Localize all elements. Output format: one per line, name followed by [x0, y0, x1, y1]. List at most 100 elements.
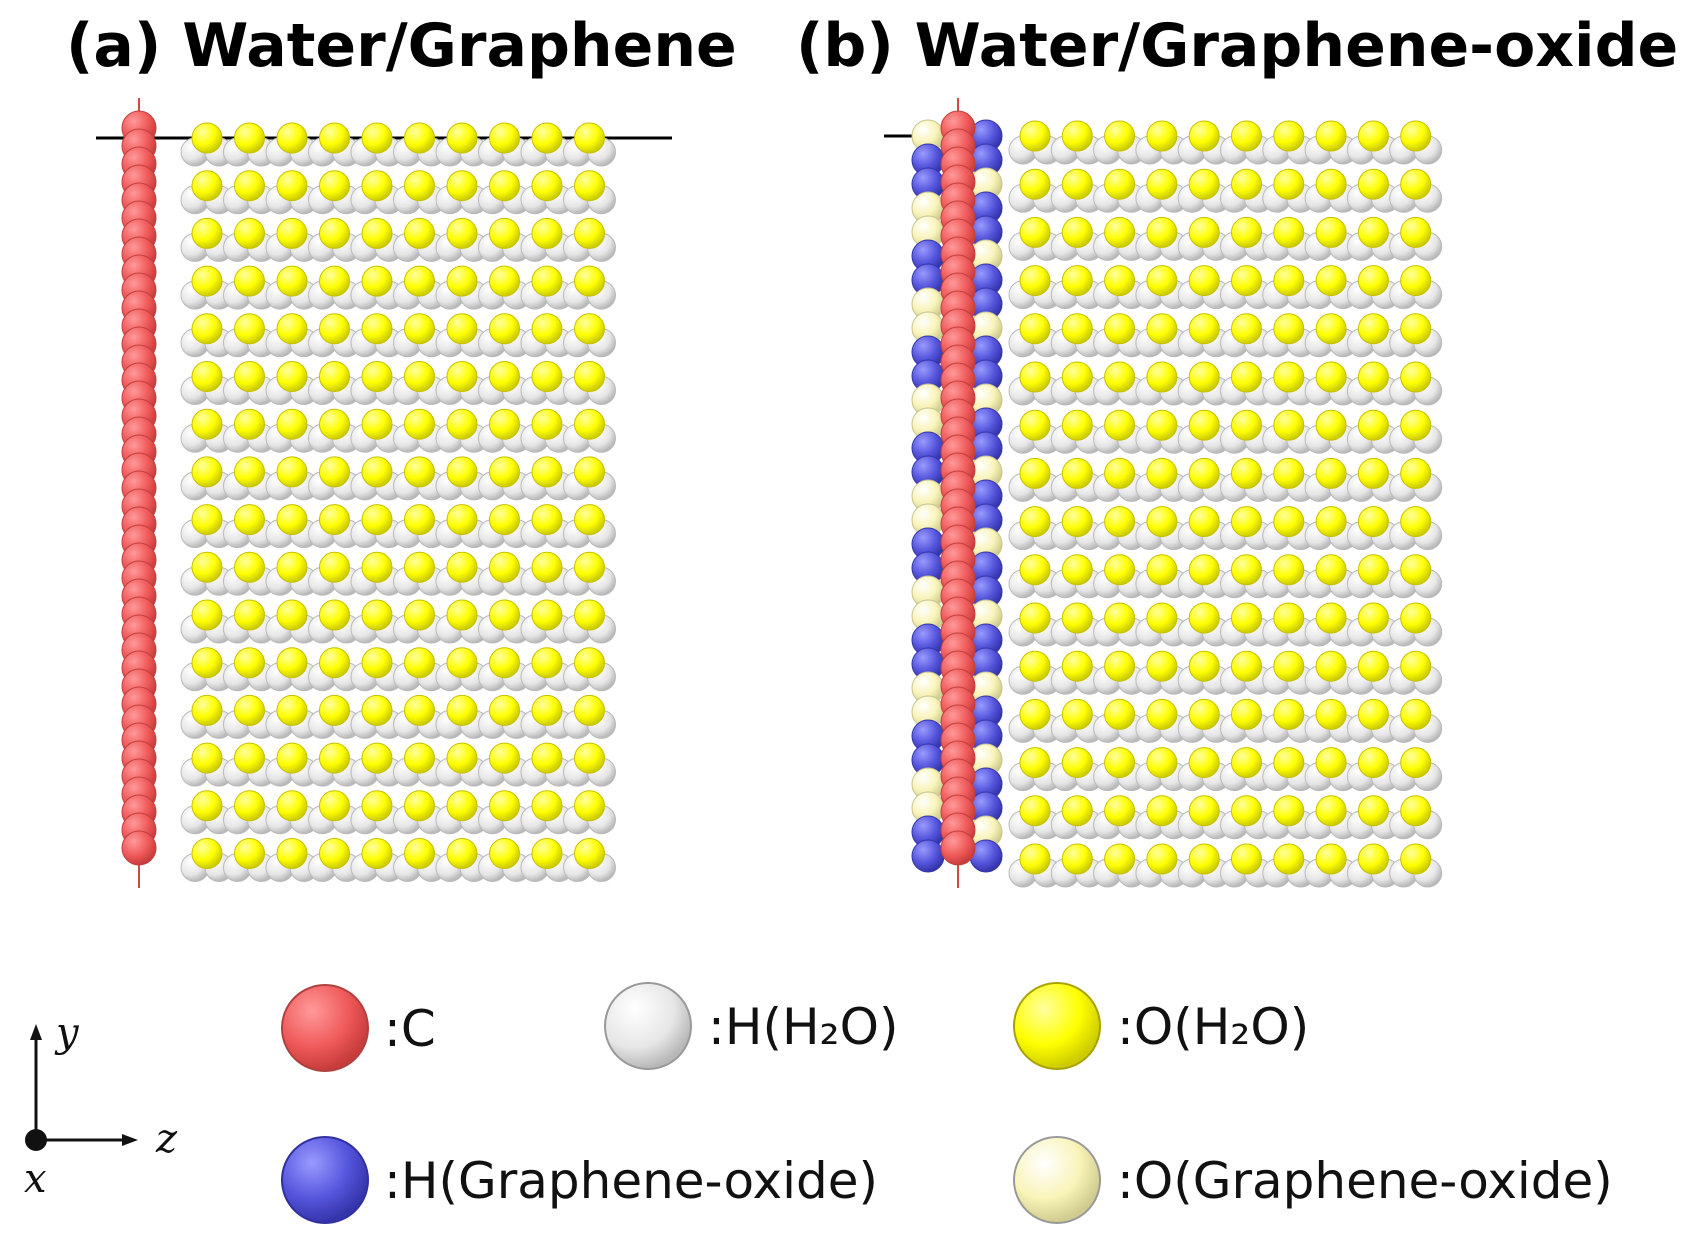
water-oxygen-atom — [574, 265, 605, 297]
water-oxygen-atom — [1146, 554, 1178, 586]
water-oxygen-atom — [1104, 747, 1136, 779]
legend-item-water-oxygen: :O(H₂O) — [1013, 982, 1309, 1070]
water-oxygen-atom — [1400, 265, 1432, 297]
water-oxygen-atom — [191, 170, 223, 202]
water-oxygen-atom — [1400, 698, 1432, 730]
water-oxygen-atom — [404, 551, 435, 583]
water-oxygen-atom — [361, 551, 393, 583]
water-oxygen-atom — [531, 742, 563, 774]
water-oxygen-swatch — [1013, 982, 1101, 1070]
water-oxygen-atom — [1061, 361, 1093, 393]
water-oxygen-atom — [404, 504, 435, 536]
water-oxygen-atom — [531, 217, 563, 249]
water-oxygen-atom — [446, 551, 478, 583]
water-oxygen-atom — [191, 694, 223, 726]
water-oxygen-atom — [1188, 602, 1220, 634]
water-oxygen-atom — [404, 408, 435, 440]
water-oxygen-atom — [1315, 265, 1347, 297]
water-oxygen-atom — [1315, 216, 1347, 248]
oxide-oxygen-swatch — [1013, 1136, 1101, 1224]
water-oxygen-atom — [531, 838, 563, 869]
panel-b-title: (b) Water/Graphene-oxide — [796, 11, 1678, 81]
water-oxygen-atom — [276, 647, 308, 679]
water-oxygen-atom — [319, 838, 350, 869]
water-oxygen-atom — [234, 694, 265, 726]
water-oxygen-atom — [1104, 795, 1136, 827]
water-oxygen-atom — [574, 647, 605, 679]
water-oxygen-atom — [234, 217, 265, 249]
water-oxygen-atom — [276, 838, 308, 869]
water-oxygen-atom — [1400, 361, 1432, 393]
water-oxygen-atom — [191, 742, 223, 774]
oxide-hydrogen-atom — [911, 839, 945, 873]
panel-b-water-layer — [1008, 120, 1443, 888]
water-oxygen-atom — [319, 361, 350, 392]
water-oxygen-atom — [404, 599, 435, 631]
water-oxygen-atom — [191, 504, 223, 536]
water-oxygen-atom — [1019, 265, 1051, 297]
water-oxygen-atom — [276, 217, 308, 249]
legend-label-water-oxygen: :O(H₂O) — [1117, 998, 1309, 1056]
water-oxygen-atom — [1357, 650, 1389, 682]
water-oxygen-atom — [1315, 361, 1347, 393]
carbon-atom — [940, 830, 976, 866]
water-oxygen-atom — [489, 170, 520, 202]
water-oxygen-atom — [234, 551, 265, 583]
y-arrowhead — [30, 1024, 42, 1040]
water-oxygen-atom — [446, 790, 478, 822]
water-oxygen-atom — [404, 694, 435, 726]
water-oxygen-atom — [1357, 602, 1389, 634]
water-oxygen-atom — [446, 504, 478, 536]
water-oxygen-atom — [1104, 361, 1136, 393]
z-axis-label: z — [155, 1116, 178, 1162]
water-oxygen-atom — [191, 265, 223, 297]
water-oxygen-atom — [1273, 313, 1305, 345]
water-oxygen-atom — [1061, 457, 1093, 489]
water-oxygen-atom — [574, 361, 605, 392]
water-oxygen-atom — [1146, 747, 1178, 779]
water-oxygen-atom — [319, 742, 350, 774]
water-oxygen-atom — [1231, 216, 1262, 248]
water-oxygen-atom — [1357, 554, 1389, 586]
water-oxygen-atom — [1315, 843, 1347, 875]
water-oxygen-atom — [1104, 650, 1136, 682]
water-oxygen-atom — [446, 694, 478, 726]
water-oxygen-atom — [1188, 506, 1220, 538]
water-oxygen-atom — [574, 408, 605, 440]
water-oxygen-atom — [319, 170, 350, 202]
water-oxygen-atom — [574, 313, 605, 345]
water-oxygen-atom — [319, 313, 350, 345]
water-oxygen-atom — [1357, 795, 1389, 827]
water-oxygen-atom — [1061, 698, 1093, 730]
water-oxygen-atom — [1315, 602, 1347, 634]
water-oxygen-atom — [1400, 554, 1432, 586]
water-oxygen-atom — [276, 599, 308, 631]
water-oxygen-atom — [1315, 795, 1347, 827]
legend-item-water-hydrogen: :H(H₂O) — [604, 982, 898, 1070]
water-oxygen-atom — [1231, 795, 1262, 827]
water-hydrogen-swatch — [604, 982, 692, 1070]
panel-b-graphene-oxide-sheet — [940, 98, 976, 888]
water-oxygen-atom — [1315, 698, 1347, 730]
water-oxygen-atom — [1231, 506, 1262, 538]
water-oxygen-atom — [446, 838, 478, 869]
water-oxygen-atom — [1400, 168, 1432, 200]
water-oxygen-atom — [531, 265, 563, 297]
z-arrowhead — [122, 1134, 138, 1146]
water-oxygen-atom — [1273, 457, 1305, 489]
water-oxygen-atom — [319, 456, 350, 488]
water-oxygen-atom — [1061, 216, 1093, 248]
water-oxygen-atom — [1315, 554, 1347, 586]
panel-b: (b) Water/Graphene-oxide — [796, 11, 1678, 888]
water-oxygen-atom — [489, 217, 520, 249]
water-oxygen-atom — [1146, 795, 1178, 827]
water-oxygen-atom — [234, 838, 265, 869]
water-oxygen-atom — [1357, 120, 1389, 152]
water-oxygen-atom — [574, 504, 605, 536]
water-oxygen-atom — [1019, 602, 1051, 634]
water-oxygen-atom — [1231, 313, 1262, 345]
water-oxygen-atom — [1231, 265, 1262, 297]
water-oxygen-atom — [234, 170, 265, 202]
water-oxygen-atom — [191, 790, 223, 822]
water-oxygen-atom — [531, 408, 563, 440]
